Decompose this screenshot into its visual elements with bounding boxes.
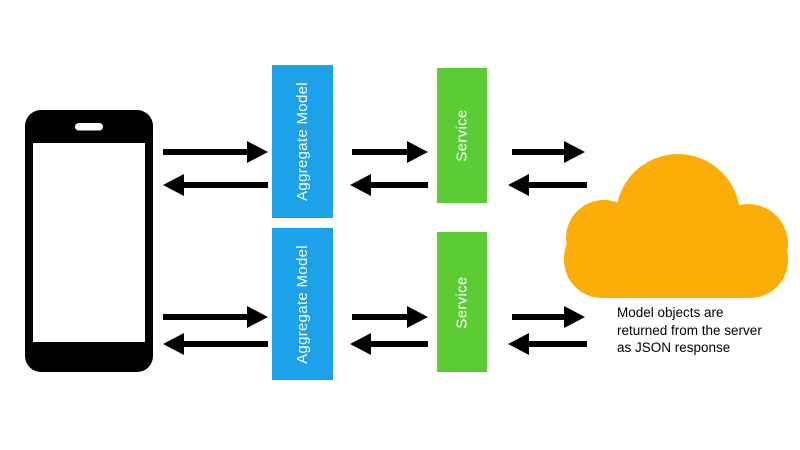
service-label: Service	[453, 109, 471, 162]
annotation-text: Model objects are returned from the serv…	[617, 304, 762, 357]
aggregate-model-label: Aggregate Model	[294, 82, 311, 201]
arrow-right-icon	[512, 305, 585, 329]
arrow-left-icon	[163, 173, 268, 197]
arrow-right-icon	[352, 305, 428, 329]
arrow-right-icon	[512, 140, 585, 164]
service-label: Service	[453, 275, 471, 329]
arrow-right-icon	[163, 305, 268, 329]
arrow-left-icon	[508, 173, 587, 197]
service-block-bottom: Service	[437, 232, 487, 372]
annotation-line: Model objects are	[617, 305, 724, 320]
aggregate-model-block-bottom: Aggregate Model	[272, 228, 333, 380]
arrow-left-icon	[163, 332, 268, 356]
arrow-left-icon	[508, 332, 587, 356]
cloud-icon	[564, 154, 788, 298]
annotation-line: returned from the server	[617, 322, 762, 338]
aggregate-model-block-top: Aggregate Model	[272, 65, 333, 218]
service-block-top: Service	[437, 68, 487, 203]
arrow-left-icon	[350, 173, 428, 197]
smartphone-icon	[25, 110, 153, 372]
arrow-left-icon	[350, 332, 428, 356]
annotation-line: as JSON response	[617, 340, 731, 355]
aggregate-model-label: Aggregate Model	[294, 244, 311, 364]
arrow-right-icon	[163, 140, 268, 164]
arrow-right-icon	[352, 140, 428, 164]
